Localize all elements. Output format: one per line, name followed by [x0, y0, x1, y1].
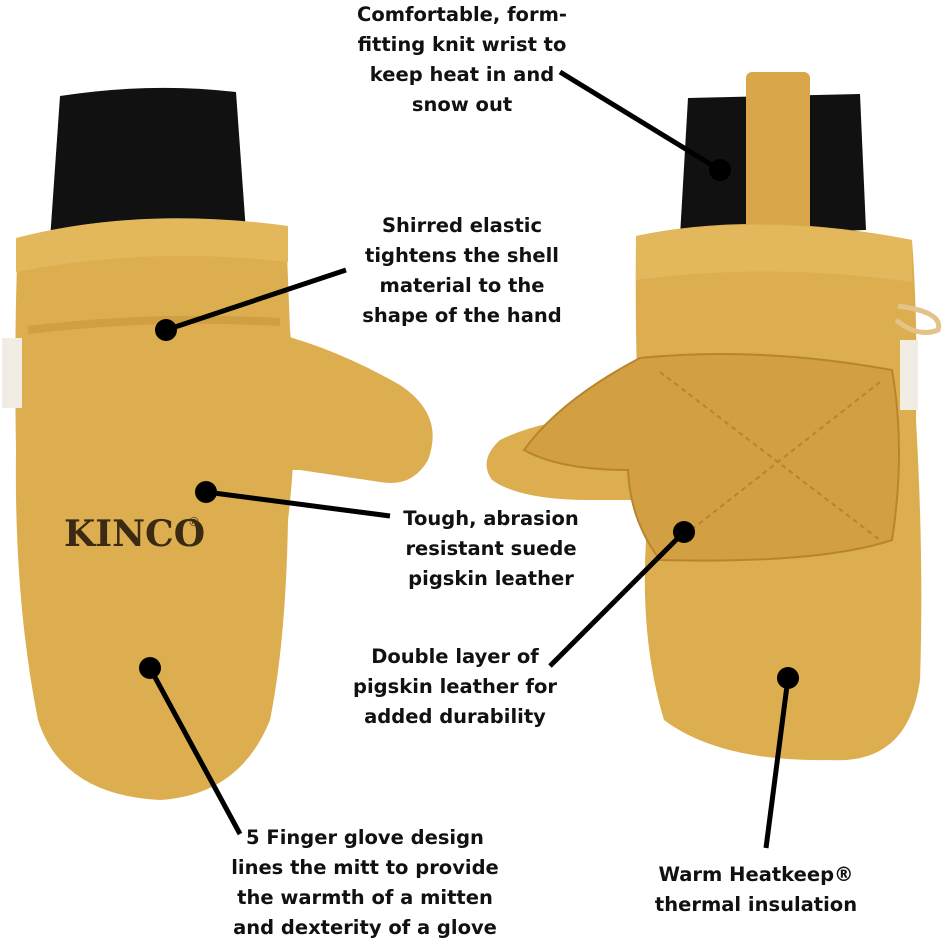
callout-line: and dexterity of a glove [233, 916, 497, 939]
left-shirred-elastic [27, 315, 281, 334]
heatkeep-marker-dot [777, 667, 799, 689]
right-care-tag [900, 340, 918, 410]
right-mitten [486, 72, 942, 761]
left-thumb [262, 330, 433, 484]
left-mitten: KINCO ® [2, 87, 433, 800]
suede-leader-line [205, 489, 391, 519]
callout-line: material to the [379, 274, 545, 297]
five-finger-marker-dot [139, 657, 161, 679]
callout-line: Tough, abrasion [403, 507, 579, 530]
callout-line: added durability [364, 705, 546, 728]
callout-line: thermal insulation [654, 893, 858, 916]
callout-line: fitting knit wrist to [357, 33, 567, 56]
double-layer-marker-dot [673, 521, 695, 543]
five-finger-leader-line [147, 666, 243, 836]
callout-line: resistant suede [405, 537, 577, 560]
callout-line: Comfortable, form- [357, 3, 567, 26]
callout-heatkeep: Warm Heatkeep® thermal insulation [655, 860, 857, 920]
callout-suede-leather: Tough, abrasion resistant suede pigskin … [403, 504, 579, 594]
callout-line: snow out [411, 93, 513, 116]
heatkeep-leader-line [763, 677, 791, 849]
logo-registered-mark: ® [188, 515, 200, 529]
right-cuff-fold [636, 224, 912, 282]
suede-marker-dot [195, 481, 217, 503]
callout-line: Warm Heatkeep® [658, 863, 854, 886]
callout-line: pigskin leather [408, 567, 574, 590]
right-patch-stitch-a [659, 371, 881, 541]
callout-shirred-elastic: Shirred elastic tightens the shell mater… [362, 211, 561, 331]
elastic-marker-dot [155, 319, 177, 341]
wrist-leader-line [558, 69, 722, 173]
callout-knit-wrist: Comfortable, form- fitting knit wrist to… [357, 0, 567, 120]
callout-line: pigskin leather for [353, 675, 557, 698]
callout-five-finger: 5 Finger glove design lines the mitt to … [231, 823, 499, 943]
callout-double-layer: Double layer of pigskin leather for adde… [353, 642, 557, 732]
callout-line: Shirred elastic [381, 214, 543, 237]
callout-lines [139, 69, 799, 849]
left-care-tag [2, 338, 22, 408]
left-knit-cuff [50, 87, 246, 240]
logo: KINCO [64, 513, 205, 555]
callout-line: 5 Finger glove design [246, 826, 484, 849]
callout-line: lines the mitt to provide [231, 856, 499, 879]
right-palm-patch [522, 353, 900, 562]
double-layer-leader-line [548, 530, 686, 668]
left-cuff-fold [16, 218, 288, 272]
callout-line: the warmth of a mitten [237, 886, 493, 909]
elastic-leader-line [165, 267, 347, 333]
callout-line: shape of the hand [362, 304, 562, 327]
callout-line: keep heat in and [369, 63, 555, 86]
left-mitten-body [15, 219, 295, 800]
wrist-marker-dot [709, 159, 731, 181]
callout-line: Double layer of [371, 645, 539, 668]
callout-line: tightens the shell [365, 244, 559, 267]
right-pull-tab [746, 72, 810, 244]
right-drawcord-loop [894, 303, 942, 335]
